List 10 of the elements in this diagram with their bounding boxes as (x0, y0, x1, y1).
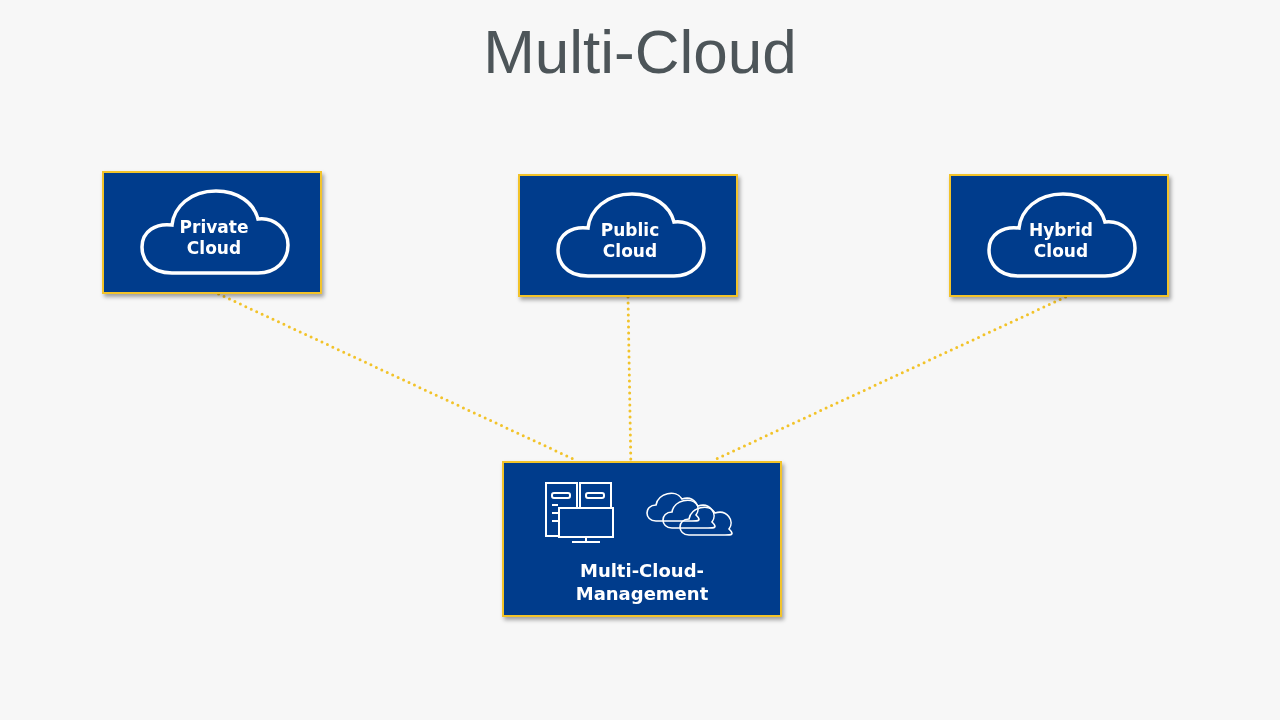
cloud-type-box (949, 174, 1169, 297)
node-label: Public Cloud (599, 220, 661, 262)
node-label: Private Cloud (178, 217, 250, 259)
title: Multi-Cloud (483, 16, 797, 87)
node-label: Multi-Cloud-Management (574, 559, 710, 605)
cloud-type-box (518, 174, 738, 297)
management-box (502, 461, 782, 617)
cloud-type-box (102, 171, 322, 294)
dotted-connector (626, 295, 633, 463)
node-label: Hybrid Cloud (1028, 220, 1094, 262)
